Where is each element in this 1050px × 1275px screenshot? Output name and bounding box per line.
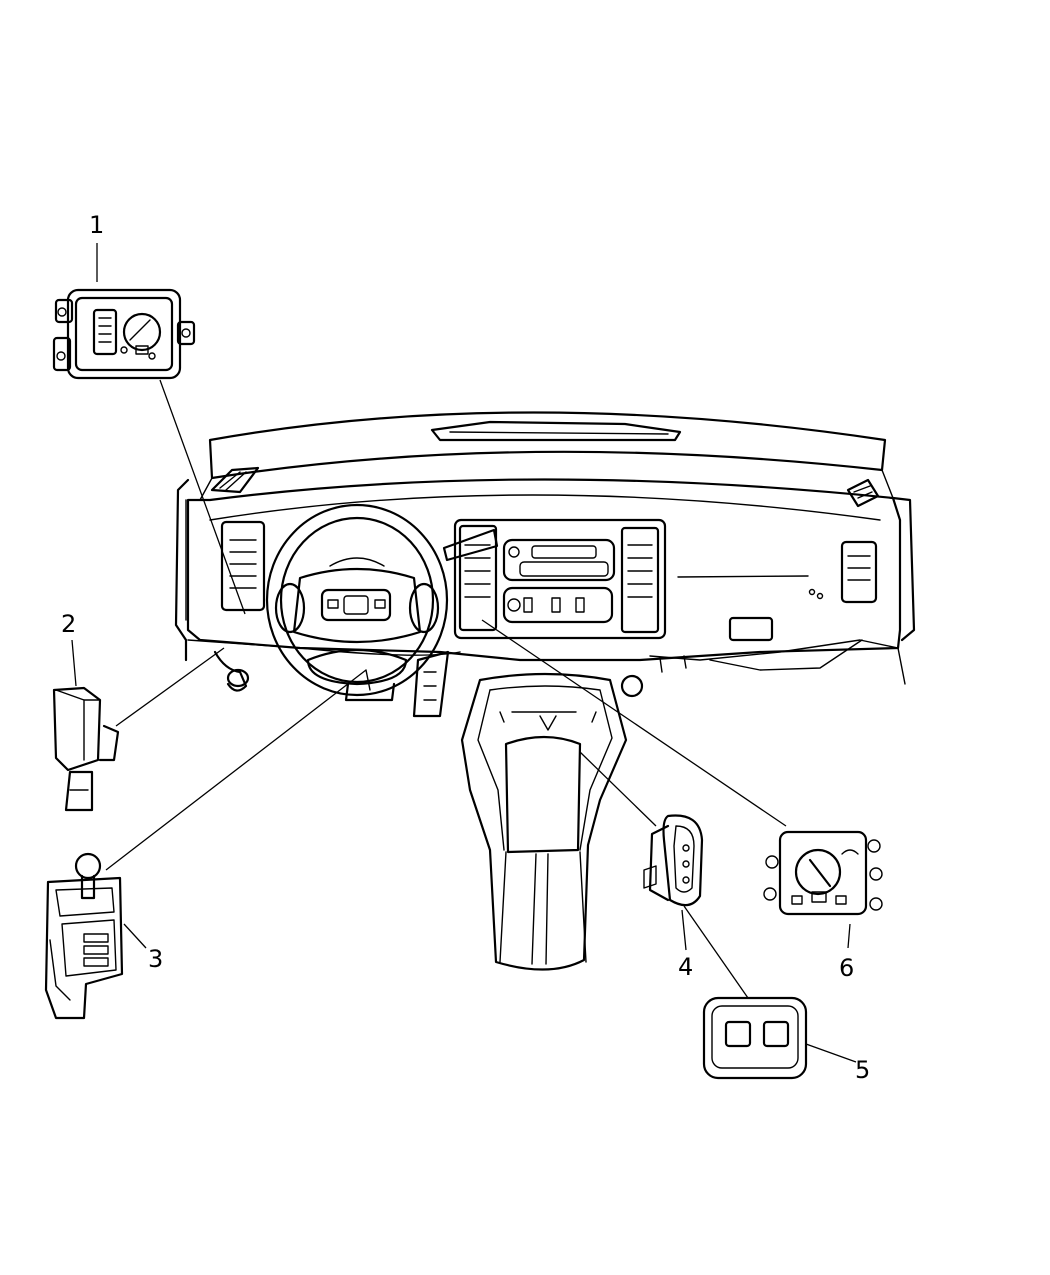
leader-line-1-panel (159, 379, 246, 615)
switch-part-4 (643, 814, 704, 907)
callout-2: 2 (61, 610, 77, 638)
steering-wheel (265, 503, 499, 702)
leader-line-6-panel (481, 619, 787, 827)
leader-lines (71, 243, 857, 1063)
leader-line-4-panel (579, 751, 657, 827)
switch-bezel-part-5 (702, 996, 808, 1080)
callout-4: 4 (678, 953, 694, 981)
leader-line-2 (71, 639, 77, 687)
instrument-panel (174, 411, 916, 718)
switch-assembly-part-3 (44, 852, 124, 1020)
leader-line-5-part4 (683, 905, 749, 999)
headlamp-switch-part-1 (52, 288, 196, 380)
leader-line-2-panel (115, 647, 225, 727)
leader-line-5 (805, 1043, 857, 1063)
leader-line-3-panel (105, 669, 367, 871)
switch-part-2 (52, 686, 120, 812)
callout-1: 1 (89, 211, 105, 239)
callout-5: 5 (855, 1056, 871, 1084)
leader-line-6 (847, 923, 851, 949)
leader-line-4 (681, 909, 687, 951)
rotary-switch-part-6 (763, 830, 883, 916)
floor-console (460, 672, 628, 971)
callout-6: 6 (839, 954, 855, 982)
callout-3: 3 (148, 945, 164, 973)
leader-line-3 (123, 923, 147, 949)
